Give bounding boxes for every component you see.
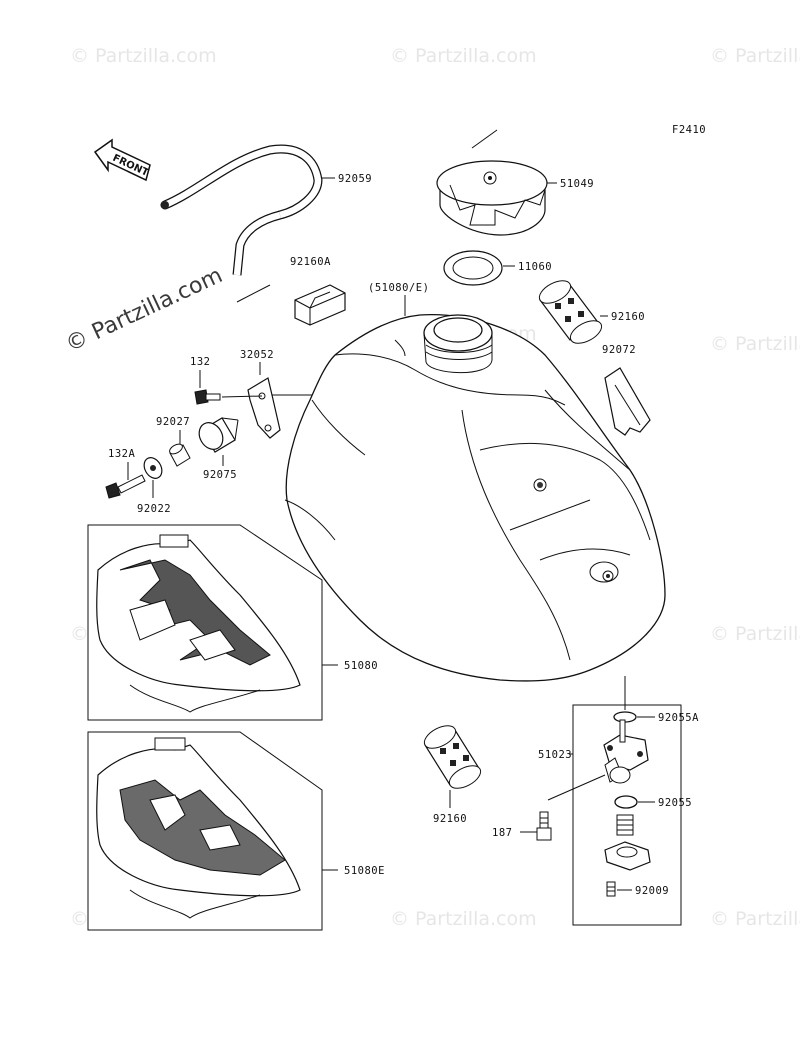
label-92055: 92055 [658,797,692,809]
label-11060: 11060 [518,261,552,273]
damper-92160-lower [423,725,482,808]
watermark: © Partzilla.com [390,45,537,67]
label-51023: 51023 [538,749,572,761]
damper-92160A [294,284,346,326]
screw-187 [520,811,552,841]
label-92075: 92075 [203,469,237,481]
label-51080: 51080 [344,660,378,672]
label-92160A: 92160A [290,256,331,268]
rubber-92075 [198,417,239,466]
label-tank-ref: (51080/E) [368,282,429,294]
label-132: 132 [190,356,210,368]
watermark: © Partzilla.com [390,908,537,930]
label-92009: 92009 [635,885,669,897]
fuel-tank [284,314,666,682]
watermark: © Partzilla.com [710,45,800,67]
label-187: 187 [492,827,512,839]
washer-92022 [143,457,163,498]
label-32052: 32052 [240,349,274,361]
label-92160-lower: 92160 [433,813,467,825]
figure-code: F2410 [672,124,706,136]
watermark: © Partzilla.com [710,333,800,355]
inset-box-51080E [87,731,338,931]
label-51049: 51049 [560,178,594,190]
label-92072: 92072 [602,344,636,356]
bracket-32052 [221,377,325,439]
label-132A: 132A [108,448,135,460]
label-92059: 92059 [338,173,372,185]
bolt-132A [105,474,146,499]
label-92027: 92027 [156,416,190,428]
label-92022: 92022 [137,503,171,515]
label-51080E: 51080E [344,865,385,877]
watermark: © Partzilla.com [70,45,217,67]
fuel-cock-group [547,676,682,926]
fuel-cap [436,129,557,236]
watermark: © Partzilla.com [710,623,800,645]
watermark-primary: © Partzilla.com [62,263,226,357]
label-92055A: 92055A [658,712,699,724]
watermark: © Partzilla.com [710,908,800,930]
bolt-132 [194,389,221,405]
label-92160-top: 92160 [611,311,645,323]
damper-92160 [538,280,608,344]
cap-gasket [443,250,515,286]
band-clip [604,367,651,436]
breather-hose [160,144,335,303]
collar-92027 [169,443,191,467]
inset-box-51080 [87,524,338,721]
front-arrow-icon: FRONT [93,138,151,182]
